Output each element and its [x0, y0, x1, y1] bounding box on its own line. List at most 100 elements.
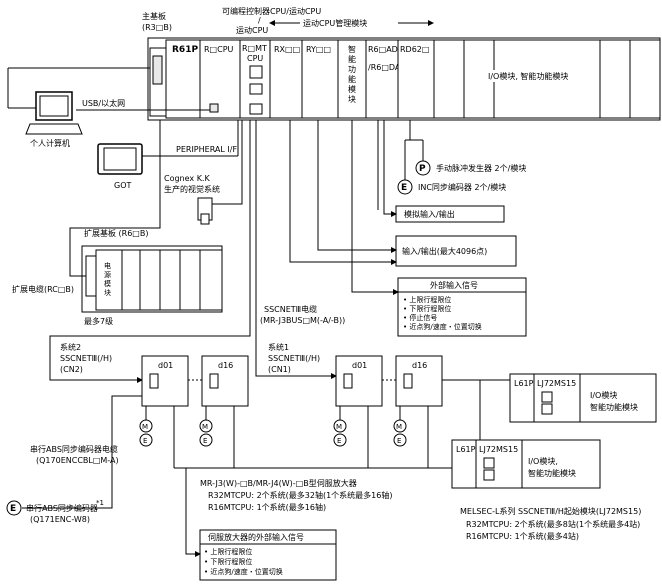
svg-text:模拟输入/输出: 模拟输入/输出 — [404, 209, 455, 219]
svg-text:系统2: 系统2 — [60, 342, 81, 352]
sscnet-cable-title: SSCNETⅢ电缆 — [264, 304, 317, 314]
melsec-title: MELSEC-L系列 SSCNETⅢ/H起始模块(LJ72MS15) — [460, 506, 641, 516]
svg-text:块: 块 — [104, 288, 111, 297]
svg-text:智能功能模块: 智能功能模块 — [528, 468, 576, 478]
svg-text:E: E — [143, 437, 147, 445]
svg-text:L61P: L61P — [456, 445, 476, 454]
svg-text:*1: *1 — [96, 499, 104, 507]
servo-amp-s2-d16[interactable] — [201, 355, 249, 407]
svg-text:R6□AD: R6□AD — [368, 45, 398, 54]
svg-text:能: 能 — [348, 54, 356, 64]
slot-rx[interactable] — [269, 39, 303, 119]
slot-ad-da[interactable] — [365, 39, 399, 119]
melsec-r32: R32MTCPU: 2个系统(最多8站(1个系统最多4站) — [466, 519, 640, 529]
svg-text:RX□□: RX□□ — [274, 45, 300, 54]
svg-text:E: E — [337, 437, 341, 445]
got-icon — [97, 143, 143, 175]
svg-text:R□CPU: R□CPU — [204, 45, 234, 54]
peripheral-label: PERIPHERAL I/F — [176, 145, 237, 154]
svg-text:• 上限行程限位: • 上限行程限位 — [204, 547, 252, 556]
io-box — [395, 235, 517, 267]
base-connector — [152, 55, 163, 85]
svg-text:LJ72MS15: LJ72MS15 — [479, 445, 518, 454]
servo-title: MR-J3(W)-□B/MR-J4(W)-□B型伺服放大器 — [200, 478, 357, 488]
svg-text:RY□□: RY□□ — [306, 45, 331, 54]
svg-text:M: M — [142, 423, 148, 431]
slot-ry[interactable] — [301, 39, 339, 119]
svg-text:模: 模 — [104, 279, 111, 288]
pulse-label: 手动脉冲发生器 2个/模块 — [436, 163, 526, 173]
got-label: GOT — [114, 181, 131, 190]
svg-text:M: M — [396, 423, 402, 431]
svg-text:RD62□: RD62□ — [400, 45, 429, 54]
svg-text:外部输入信号: 外部输入信号 — [430, 280, 478, 290]
vision-line1: Cognex K.K — [164, 174, 210, 183]
servo-r32: R32MTCPU: 2个系统(最多32轴(1个系统最多16轴) — [208, 490, 392, 500]
svg-text:• 停止信号: • 停止信号 — [403, 313, 437, 322]
servo-amp-s2-d01[interactable] — [141, 355, 189, 407]
svg-text:LJ72MS15: LJ72MS15 — [537, 379, 576, 388]
svg-text:智: 智 — [348, 44, 356, 54]
abs-cable-l2: (Q170ENCCBL□M-A) — [36, 456, 119, 465]
max-stages: 最多7级 — [84, 316, 113, 326]
svg-text:R□MT: R□MT — [242, 44, 267, 53]
svg-text:SSCNETⅢ(/H): SSCNETⅢ(/H) — [60, 354, 112, 363]
svg-text:I/O模块, 智能功能模块: I/O模块, 智能功能模块 — [488, 71, 568, 81]
svg-text:伺服放大器的外部输入信号: 伺服放大器的外部输入信号 — [208, 532, 304, 542]
sscnet-cable-model: (MR-J3BUS□M(-A/-B)) — [260, 316, 345, 325]
svg-text:d01: d01 — [352, 361, 367, 370]
svg-text:/: / — [258, 16, 261, 25]
slot-rd62[interactable] — [397, 39, 435, 119]
main-base-model: (R3□B) — [142, 23, 172, 32]
svg-text:CPU: CPU — [247, 54, 263, 63]
melsec-unit-2[interactable] — [451, 439, 601, 489]
ext-cable-label: 扩展电缆(RC□B) — [12, 284, 74, 294]
abs-encoder-icon — [6, 500, 22, 516]
inc-encoder-label: INC同步编码器 2个/模块 — [418, 182, 506, 192]
camera-icon — [197, 197, 213, 225]
servo-ext-box — [199, 529, 337, 581]
svg-text:E: E — [10, 504, 16, 514]
motion-module-label: 运动CPU管理模块 — [303, 18, 367, 28]
servo-amp-s1-d01[interactable] — [335, 355, 383, 407]
svg-text:运动CPU: 运动CPU — [236, 25, 268, 35]
svg-text:P: P — [419, 164, 426, 174]
main-base-label: 主基板 — [142, 11, 166, 21]
svg-text:I/O模块: I/O模块 — [590, 390, 617, 400]
motor-icons: M E M E M E M E — [139, 406, 407, 447]
ext-power-module[interactable] — [95, 249, 123, 311]
svg-text:E: E — [397, 437, 401, 445]
svg-text:/R6□DA: /R6□DA — [368, 63, 401, 72]
svg-text:输入/输出(最大4096点): 输入/输出(最大4096点) — [402, 246, 487, 256]
svg-text:源: 源 — [104, 270, 111, 279]
svg-text:(CN2): (CN2) — [60, 365, 83, 374]
svg-text:d01: d01 — [158, 361, 173, 370]
servo-amp-s1-d16[interactable] — [395, 355, 443, 407]
pc-label: 个人计算机 — [30, 138, 70, 148]
usb-label: USB/以太网 — [82, 98, 125, 108]
slot-power[interactable] — [165, 39, 201, 119]
personal-computer-icon — [25, 91, 83, 135]
svg-text:• 近点狗/速度・位置切换: • 近点狗/速度・位置切换 — [204, 567, 283, 576]
svg-text:块: 块 — [348, 94, 356, 104]
svg-text:• 近点狗/速度・位置切换: • 近点狗/速度・位置切换 — [403, 322, 482, 331]
abs-enc-l1: 串行ABS同步编码器 — [26, 503, 98, 513]
svg-text:• 下限行程限位: • 下限行程限位 — [403, 304, 451, 313]
slot-intelligent[interactable] — [337, 39, 367, 119]
vision-line2: 生产的视觉系统 — [164, 184, 220, 194]
svg-text:系统1: 系统1 — [268, 342, 289, 352]
svg-text:模: 模 — [348, 84, 356, 94]
abs-cable-l1: 串行ABS同步编码器电缆 — [30, 444, 118, 454]
svg-text:功: 功 — [348, 64, 356, 74]
svg-text:d16: d16 — [412, 361, 427, 370]
svg-text:能: 能 — [348, 74, 356, 84]
svg-text:R61P: R61P — [172, 45, 198, 55]
svg-text:E: E — [203, 437, 207, 445]
svg-text:SSCNETⅢ(/H): SSCNETⅢ(/H) — [268, 354, 320, 363]
svg-text:M: M — [202, 423, 208, 431]
svg-text:电: 电 — [104, 261, 111, 270]
svg-text:M: M — [336, 423, 342, 431]
svg-text:d16: d16 — [218, 361, 233, 370]
svg-text:智能功能模块: 智能功能模块 — [590, 402, 638, 412]
